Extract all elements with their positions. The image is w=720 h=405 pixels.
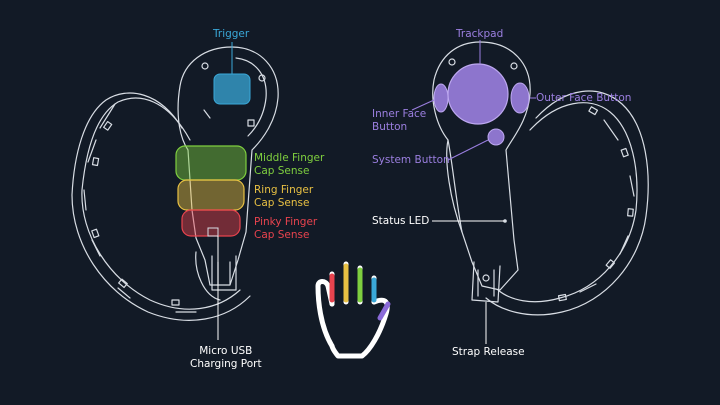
middle-finger-label: Middle Finger Cap Sense xyxy=(254,152,325,177)
trigger-label: Trigger xyxy=(213,28,250,40)
pinky-finger-label: Pinky Finger Cap Sense xyxy=(254,216,318,241)
status-led-dot xyxy=(503,219,507,223)
micro-usb-label: Micro USB Charging Port xyxy=(190,345,262,370)
pinky-finger-highlight xyxy=(181,209,241,237)
outer-face-button-highlight xyxy=(510,82,530,114)
system-button-highlight xyxy=(487,128,505,146)
middle-finger-highlight xyxy=(175,145,247,181)
inner-face-button-highlight xyxy=(433,83,449,113)
trigger-highlight xyxy=(213,73,251,105)
ring-finger-highlight xyxy=(177,179,245,211)
right-controller xyxy=(432,41,649,316)
strap-release-label: Strap Release xyxy=(452,346,525,358)
status-led-label: Status LED xyxy=(372,215,430,227)
ring-finger-label: Ring Finger Cap Sense xyxy=(254,184,314,209)
outer-face-button-label: Outer Face Button xyxy=(536,92,632,104)
trackpad-highlight xyxy=(447,63,509,125)
leader-lines xyxy=(217,40,536,344)
inner-face-button-label: Inner Face Button xyxy=(372,108,427,133)
left-highlights xyxy=(175,73,251,237)
hand-finger-colors xyxy=(329,263,391,321)
system-button-label: System Button xyxy=(372,154,450,166)
right-highlights xyxy=(433,63,530,223)
hand-icon xyxy=(315,261,390,359)
trackpad-label: Trackpad xyxy=(456,28,504,40)
